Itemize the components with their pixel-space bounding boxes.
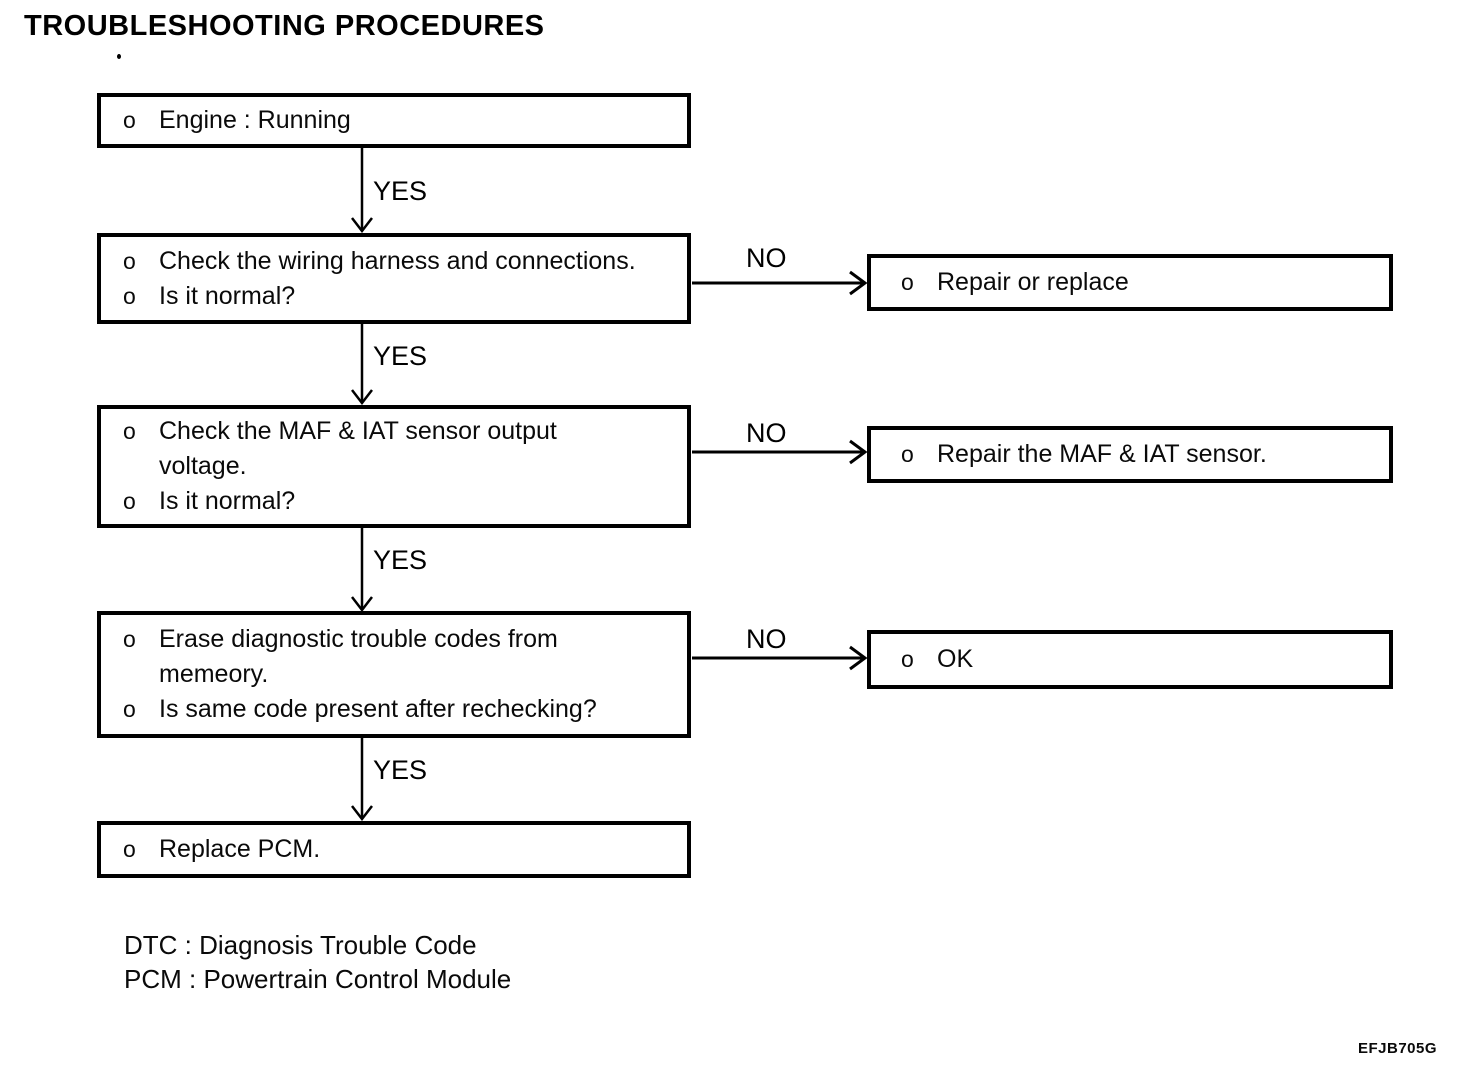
item-text: Repair the MAF & IAT sensor. [937,437,1381,472]
no-label-2: NO [746,418,787,448]
text-line: Replace PCM. [159,835,321,863]
text-line: OK [937,645,974,673]
arrow-head [351,389,373,405]
no-arrow-right-3 [692,645,867,671]
bullet: o [901,646,914,672]
flow-item: o Erase diagnostic trouble codes from me… [123,622,679,692]
figure-code: EFJB705G [1358,1040,1438,1057]
arrow-head [351,217,373,233]
result-repair-maf-iat-sensor: o Repair the MAF & IAT sensor. [867,426,1393,483]
yes-arrow-down-3 [351,527,373,612]
item-text: Replace PCM. [159,832,679,867]
flow-item: o Is it normal? [123,484,679,519]
stray-dot [117,54,121,59]
item-text: OK [937,642,1381,677]
no-label-3: NO [746,624,787,654]
item-text: Check the wiring harness and connections… [159,244,679,279]
flow-item: o Check the MAF & IAT sensor output volt… [123,414,679,484]
bullet: o [123,836,136,862]
item-text: Is it normal? [159,279,679,314]
bullet: o [123,488,136,514]
text-line: Check the MAF & IAT sensor output [159,417,557,445]
flow-item: o Check the wiring harness and connectio… [123,244,679,279]
text-line: Is it normal? [159,487,296,515]
yes-label-3: YES [373,545,428,575]
step-check-wiring-harness: o Check the wiring harness and connectio… [97,233,691,324]
text-line: memeory. [159,660,269,688]
text-line: Is same code present after rechecking? [159,695,597,723]
legend-line-pcm: PCM : Powertrain Control Module [124,964,512,994]
yes-label-2: YES [373,341,428,371]
result-repair-or-replace: o Repair or replace [867,254,1393,311]
no-arrow-right-1 [692,270,867,296]
yes-arrow-down-2 [351,322,373,405]
result-ok: o OK [867,630,1393,689]
yes-label-4: YES [373,755,428,785]
text-line: Erase diagnostic trouble codes from [159,625,558,653]
bullet: o [123,696,136,722]
no-label-1: NO [746,243,787,273]
text-line: Repair the MAF & IAT sensor. [937,440,1267,468]
bullet: o [123,247,136,274]
arrow-head [351,596,373,612]
yes-arrow-down-1 [351,147,373,233]
flow-item: o Repair or replace [901,265,1381,300]
text-line: Engine : Running [159,106,351,134]
step-check-maf-iat-sensor: o Check the MAF & IAT sensor output volt… [97,405,691,528]
item-text: Check the MAF & IAT sensor output voltag… [159,414,679,484]
legend-line-dtc: DTC : Diagnosis Trouble Code [124,930,477,960]
flow-item: o Is it normal? [123,279,679,314]
bullet: o [123,626,136,652]
bullet: o [901,441,914,467]
step-erase-dtc-memory: o Erase diagnostic trouble codes from me… [97,611,691,738]
arrow-head [351,805,373,821]
bullet: o [123,282,136,309]
yes-arrow-down-4 [351,737,373,821]
step-engine-running: o Engine : Running [97,93,691,148]
step-replace-pcm: o Replace PCM. [97,821,691,878]
text-line: voltage. [159,452,247,480]
abbreviation-legend: DTC : Diagnosis Trouble Code PCM : Power… [124,928,511,996]
arrow-head [849,645,867,671]
item-text: Repair or replace [937,265,1381,300]
bullet: o [901,269,914,295]
no-arrow-right-2 [692,439,867,465]
bullet: o [123,418,136,444]
item-text: Is it normal? [159,484,679,519]
page-title: TROUBLESHOOTING PROCEDURES [24,10,545,42]
flow-item: o OK [901,642,1381,677]
text-line: Repair or replace [937,268,1129,296]
flow-item: o Is same code present after rechecking? [123,692,679,727]
yes-label-1: YES [373,176,428,206]
text-line: Check the wiring harness and connections… [159,246,636,275]
text-line: Is it normal? [159,281,296,310]
item-text: Engine : Running [159,103,679,138]
arrow-head [849,439,867,465]
item-text: Is same code present after rechecking? [159,692,679,727]
flow-item: o Engine : Running [123,103,679,138]
arrow-head [849,270,867,296]
flow-item: o Replace PCM. [123,832,679,867]
flow-item: o Repair the MAF & IAT sensor. [901,437,1381,472]
bullet: o [123,107,136,133]
item-text: Erase diagnostic trouble codes from meme… [159,622,679,692]
